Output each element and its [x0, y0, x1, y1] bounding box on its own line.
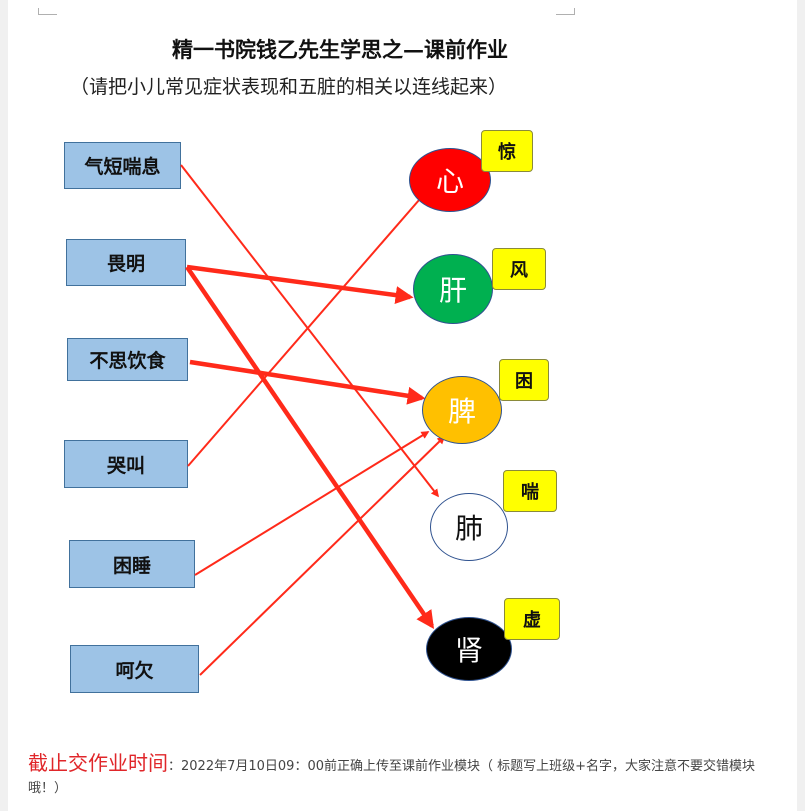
symptom-box-yawning: 呵欠: [70, 645, 199, 693]
organ-kidney: 肾: [426, 617, 512, 681]
deadline-notice: 截止交作业时间：2022年7月10日09：00前正确上传至课前作业模块（ 标题写…: [28, 752, 778, 800]
symptom-label: 畏明: [106, 253, 145, 275]
tag-label: 风: [510, 260, 528, 281]
symptom-box-drowsiness: 困睡: [69, 540, 195, 588]
symptom-box-crying: 哭叫: [64, 440, 188, 488]
deadline-label: 截止交作业时间: [28, 751, 168, 775]
organ-label: 肝: [438, 274, 467, 307]
homework-title: 精一书院钱乙先生学思之—课前作业: [172, 37, 508, 62]
tag-pant: 喘: [503, 470, 557, 512]
organ-spleen: 脾: [422, 376, 502, 444]
symptom-label: 哭叫: [106, 454, 145, 477]
symptom-label: 呵欠: [115, 659, 154, 682]
symptom-label: 气短喘息: [84, 156, 161, 178]
organ-label: 脾: [447, 395, 476, 428]
tag-wind: 风: [492, 248, 546, 290]
symptom-box-poor-appetite: 不思饮食: [67, 338, 188, 381]
organ-liver: 肝: [413, 254, 493, 324]
tag-label: 喘: [521, 482, 539, 503]
page-corner-mark-left: [38, 8, 57, 15]
organ-lung: 肺: [430, 493, 508, 561]
deadline-text: ：2022年7月10日09：00前正确上传至课前作业模块（ 标题写上班级+名字，…: [28, 759, 756, 796]
tag-label: 虚: [523, 610, 541, 631]
organ-label: 肾: [454, 634, 483, 667]
homework-instructions: （请把小儿常见症状表现和五脏的相关以连线起来）: [70, 76, 508, 98]
tag-label: 惊: [498, 142, 516, 163]
symptom-box-shortness-of-breath: 气短喘息: [64, 142, 181, 189]
tag-sleepy: 困: [499, 359, 549, 401]
symptom-label: 困睡: [112, 554, 151, 577]
tag-deficiency: 虚: [504, 598, 560, 640]
tag-fright: 惊: [481, 130, 533, 172]
organ-label: 心: [435, 165, 464, 198]
symptom-label: 不思饮食: [89, 350, 166, 372]
symptom-box-photophobia: 畏明: [66, 239, 186, 286]
page-corner-mark-right: [556, 8, 575, 15]
organ-label: 肺: [454, 512, 483, 545]
organ-heart: 心: [409, 148, 491, 212]
tag-label: 困: [515, 371, 533, 392]
